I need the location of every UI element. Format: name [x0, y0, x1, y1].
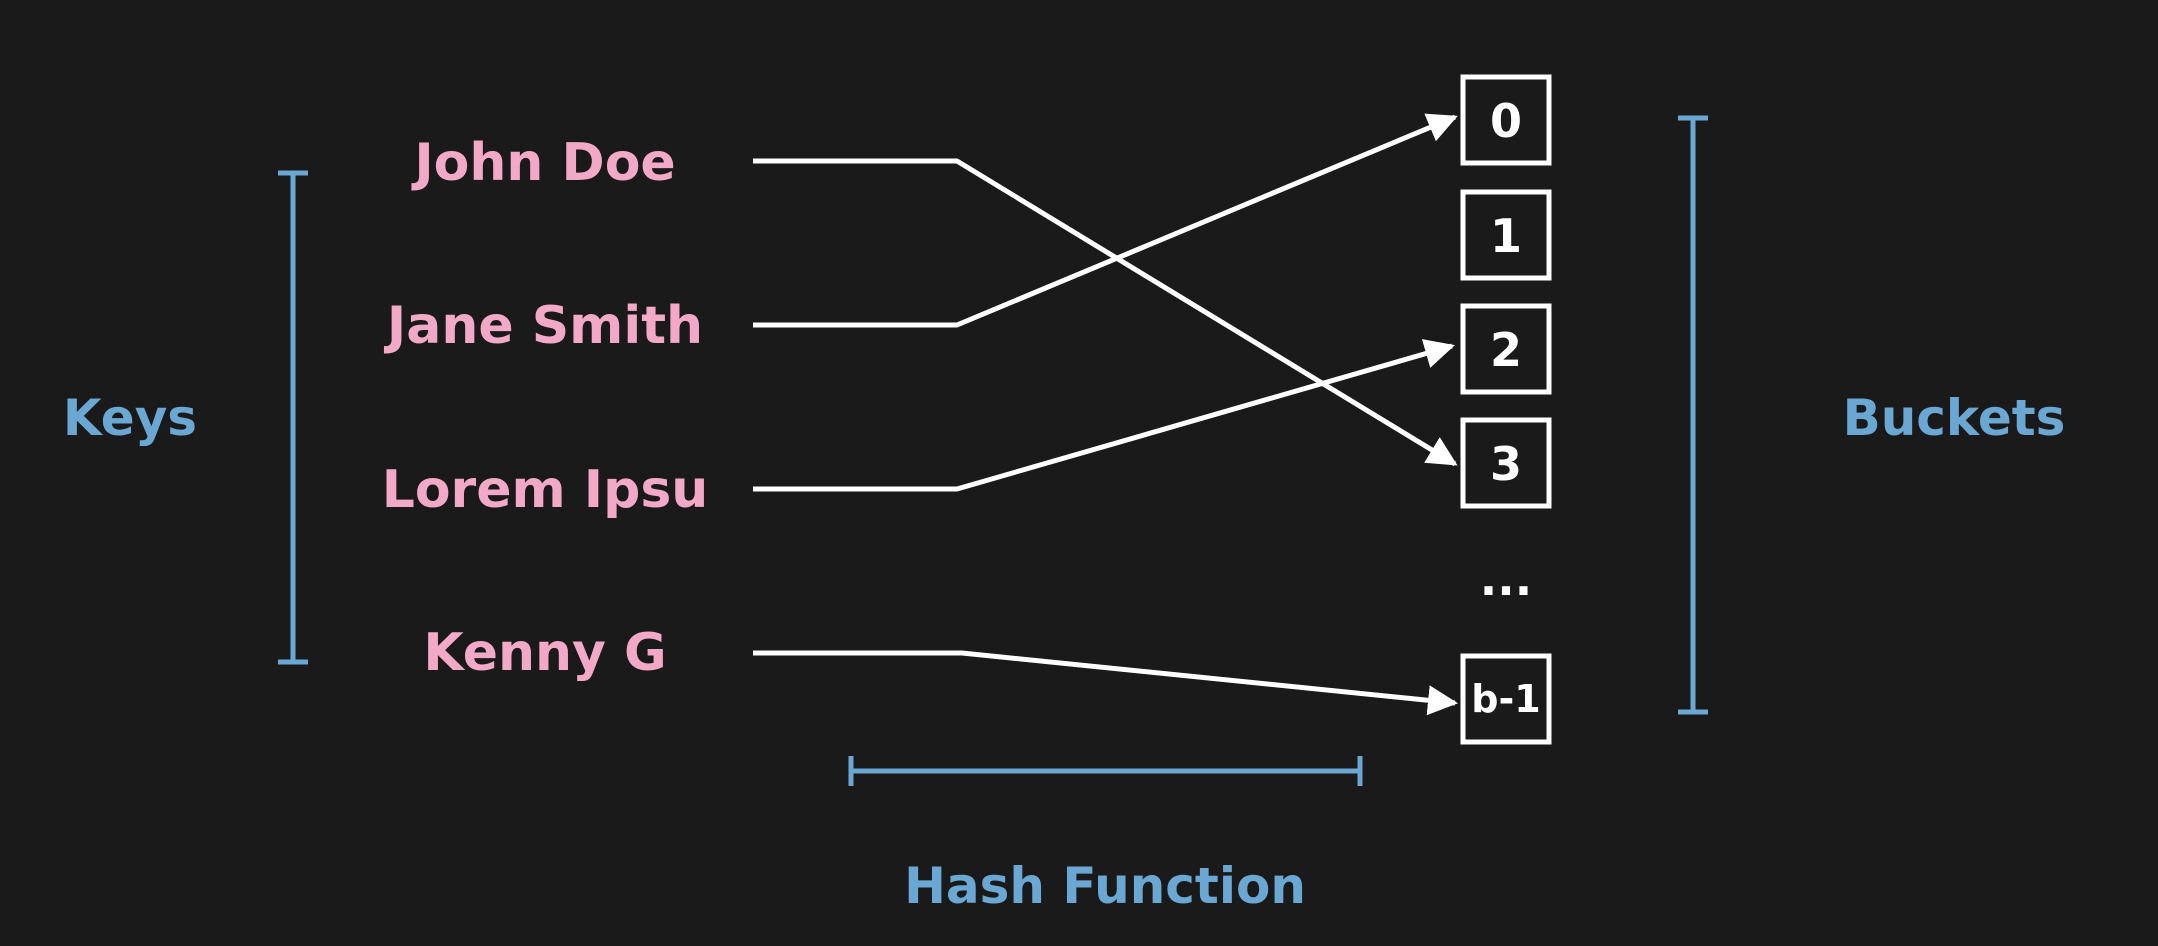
bucket-1: 1 [1460, 189, 1552, 281]
bucket-2: 2 [1460, 303, 1552, 395]
keys-bracket [278, 170, 308, 665]
bucket-3: 3 [1460, 417, 1552, 509]
bucket-0: 0 [1460, 74, 1552, 166]
keys-label: Keys [63, 389, 197, 447]
bucket-0-label: 0 [1490, 94, 1522, 148]
arrow-jane-smith-to-0 [753, 113, 1458, 328]
bucket-b-1: b-1 [1460, 653, 1552, 745]
hash-function-label: Hash Function [904, 857, 1306, 915]
arrow-john-doe-to-3 [753, 158, 1458, 467]
arrow-lorem-ipsu-to-2 [753, 339, 1455, 492]
bucket-ellipsis: ... [1480, 552, 1532, 606]
key-label-john-doe: John Doe [411, 133, 675, 193]
bucket-2-label: 2 [1490, 323, 1522, 377]
bucket-b-1-label: b-1 [1471, 677, 1540, 721]
buckets-bracket [1678, 115, 1708, 715]
key-label-jane-smith: Jane Smith [384, 296, 703, 356]
arrow-kenny-g-to-b-1 [753, 650, 1458, 716]
key-label-kenny-g: Kenny G [423, 623, 666, 683]
hash-function-bracket [848, 756, 1363, 786]
buckets-label: Buckets [1843, 389, 2066, 447]
bucket-1-label: 1 [1490, 209, 1522, 263]
key-label-lorem-ipsu: Lorem Ipsu [382, 460, 709, 520]
bucket-3-label: 3 [1490, 437, 1522, 491]
